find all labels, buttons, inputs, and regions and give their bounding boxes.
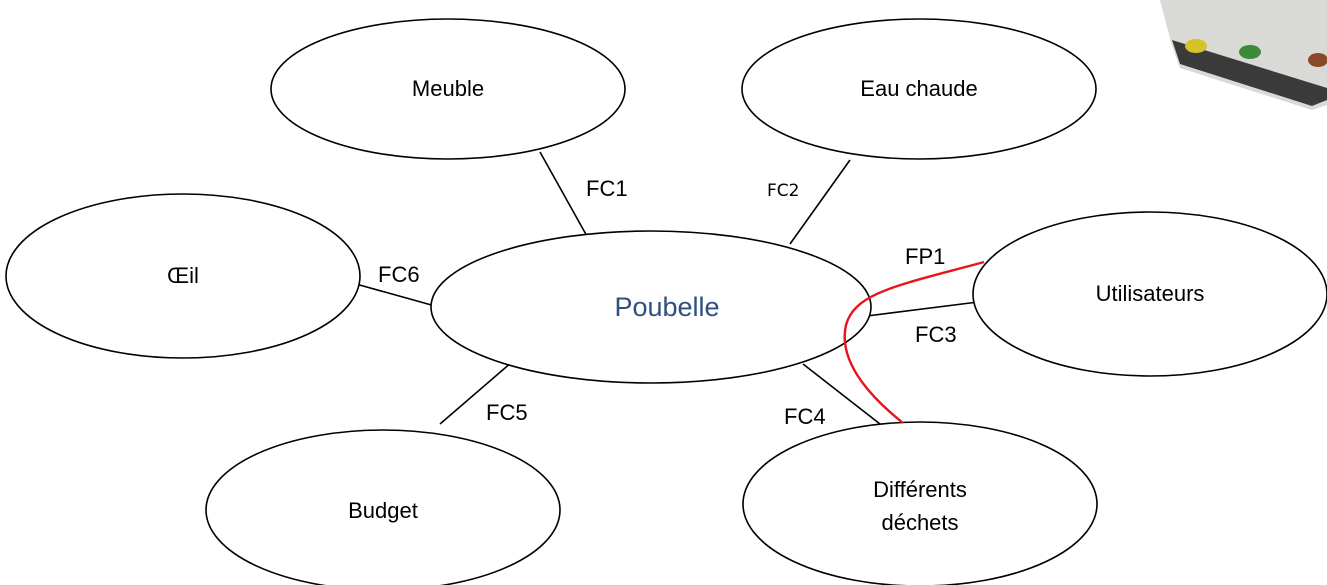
label-budget: Budget <box>348 498 418 523</box>
label-fc5: FC5 <box>486 400 528 425</box>
label-fc2: FC2 <box>767 181 799 201</box>
node-poubelle <box>430 230 872 384</box>
label-utilisateurs: Utilisateurs <box>1096 281 1205 306</box>
label-fc1: FC1 <box>586 176 628 201</box>
node-budget <box>205 429 561 585</box>
product-image <box>1160 0 1327 110</box>
label-eau-chaude: Eau chaude <box>860 76 977 101</box>
link-fc4 <box>802 363 881 425</box>
link-fc6 <box>355 283 436 307</box>
label-fc4: FC4 <box>784 404 826 429</box>
node-dechets <box>742 421 1098 585</box>
label-fc6: FC6 <box>378 262 420 287</box>
link-fc3 <box>866 301 979 317</box>
link-fc2 <box>789 159 851 245</box>
node-meuble <box>270 18 626 160</box>
label-dechets-line1: Différents <box>873 477 967 502</box>
node-oeil <box>5 193 361 359</box>
label-dechets-line2: déchets <box>881 510 958 535</box>
label-oeil: Œil <box>167 263 199 288</box>
label-fc3: FC3 <box>915 322 957 347</box>
link-fc1 <box>539 151 589 239</box>
node-utilisateurs <box>972 211 1327 377</box>
node-eau-chaude <box>741 18 1097 160</box>
link-fp1 <box>843 260 985 424</box>
link-fc5 <box>439 361 513 425</box>
label-poubelle: Poubelle <box>614 292 719 322</box>
label-meuble: Meuble <box>412 76 484 101</box>
label-fp1: FP1 <box>905 244 945 269</box>
